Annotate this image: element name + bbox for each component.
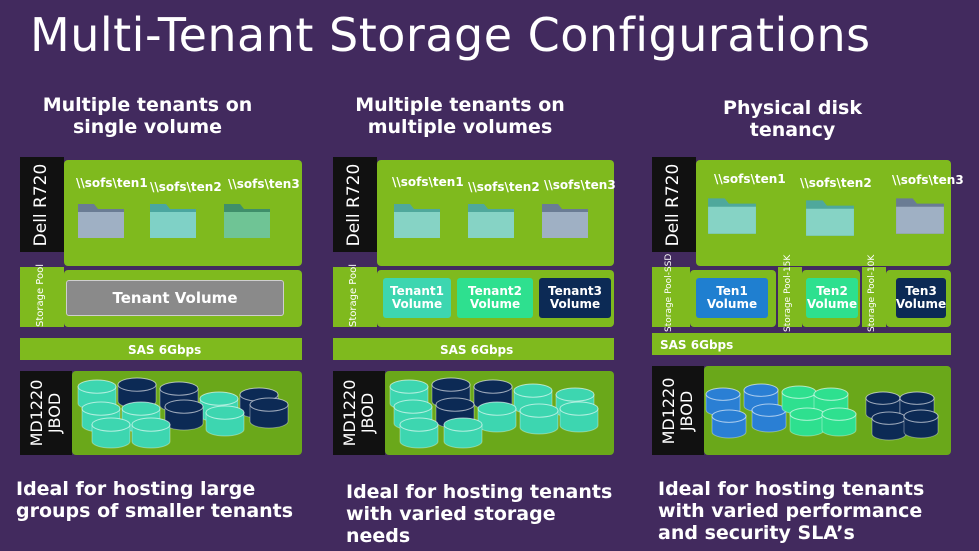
disk-icon [821, 407, 857, 437]
disk-icon [477, 401, 517, 433]
column-1-server-tab [20, 157, 64, 252]
slide-title: Multi-Tenant Storage Configurations [30, 8, 871, 62]
folder-icon [468, 204, 514, 238]
column-3-sas-label: SAS 6Gbps [660, 338, 734, 352]
disk-icon [519, 403, 559, 435]
column-3-share-3: \\sofs\ten3 [892, 173, 964, 187]
disk-icon [871, 411, 907, 441]
column-3-volume-2: Ten2 Volume [806, 278, 858, 318]
column-3-jbod-tab [652, 366, 704, 455]
disk-icon [751, 403, 787, 433]
column-3-sas-bar [652, 333, 951, 355]
column-2-heading: Multiple tenants on multiple volumes [355, 94, 565, 138]
disk-icon [164, 399, 204, 431]
column-3-share-2: \\sofs\ten2 [800, 176, 872, 190]
folder-icon [896, 198, 944, 234]
column-2-jbod-tab [333, 371, 385, 455]
column-3-volume-3: Ten3 Volume [896, 278, 946, 318]
disk-icon [443, 417, 483, 449]
column-3-server-tab [652, 157, 696, 252]
column-1-jbod-tab [20, 371, 72, 455]
column-1-share-3: \\sofs\ten3 [228, 177, 300, 191]
disk-icon [789, 407, 825, 437]
column-1-heading: Multiple tenants on single volume [42, 94, 253, 138]
folder-icon [78, 204, 124, 238]
column-1-share-1: \\sofs\ten1 [76, 176, 148, 190]
disk-icon [399, 417, 439, 449]
folder-icon [708, 198, 756, 234]
column-3-pool-tab-3 [862, 267, 886, 327]
disk-icon [91, 417, 131, 449]
column-2-footer: Ideal for hosting tenants with varied st… [346, 481, 613, 547]
column-2-sas-bar [333, 338, 614, 360]
column-3-share-1: \\sofs\ten1 [714, 172, 786, 186]
column-1-footer: Ideal for hosting large groups of smalle… [16, 478, 294, 522]
column-1-share-2: \\sofs\ten2 [150, 180, 222, 194]
disk-icon [131, 417, 171, 449]
disk-icon [249, 397, 289, 429]
column-3-heading: Physical disk tenancy [723, 97, 862, 141]
column-2-volume-2: Tenant2 Volume [457, 278, 533, 318]
column-2-share-2: \\sofs\ten2 [468, 180, 540, 194]
column-2-server-tab [333, 157, 377, 252]
disk-icon [559, 401, 599, 433]
folder-icon [150, 204, 196, 238]
folder-icon [806, 200, 854, 236]
column-3-footer: Ideal for hosting tenants with varied pe… [658, 478, 925, 544]
column-2-pool-tab [333, 267, 377, 327]
column-1-sas-label: SAS 6Gbps [128, 343, 202, 357]
column-1-pool-tab [20, 267, 64, 327]
column-2-volume-3: Tenant3 Volume [539, 278, 611, 318]
column-3-volume-1: Ten1 Volume [696, 278, 768, 318]
folder-icon [542, 204, 588, 238]
column-1-volume: Tenant Volume [66, 280, 284, 316]
column-3-pool-tab-1 [652, 267, 690, 327]
column-2-share-1: \\sofs\ten1 [392, 175, 464, 189]
column-3-pool-tab-2 [778, 267, 802, 327]
disk-icon [711, 409, 747, 439]
disk-icon [903, 409, 939, 439]
column-2-share-3: \\sofs\ten3 [544, 178, 616, 192]
column-2-volume-1: Tenant1 Volume [383, 278, 451, 318]
folder-icon [224, 204, 270, 238]
column-1-sas-bar [20, 338, 302, 360]
folder-icon [394, 204, 440, 238]
column-2-sas-label: SAS 6Gbps [440, 343, 514, 357]
disk-icon [205, 405, 245, 437]
